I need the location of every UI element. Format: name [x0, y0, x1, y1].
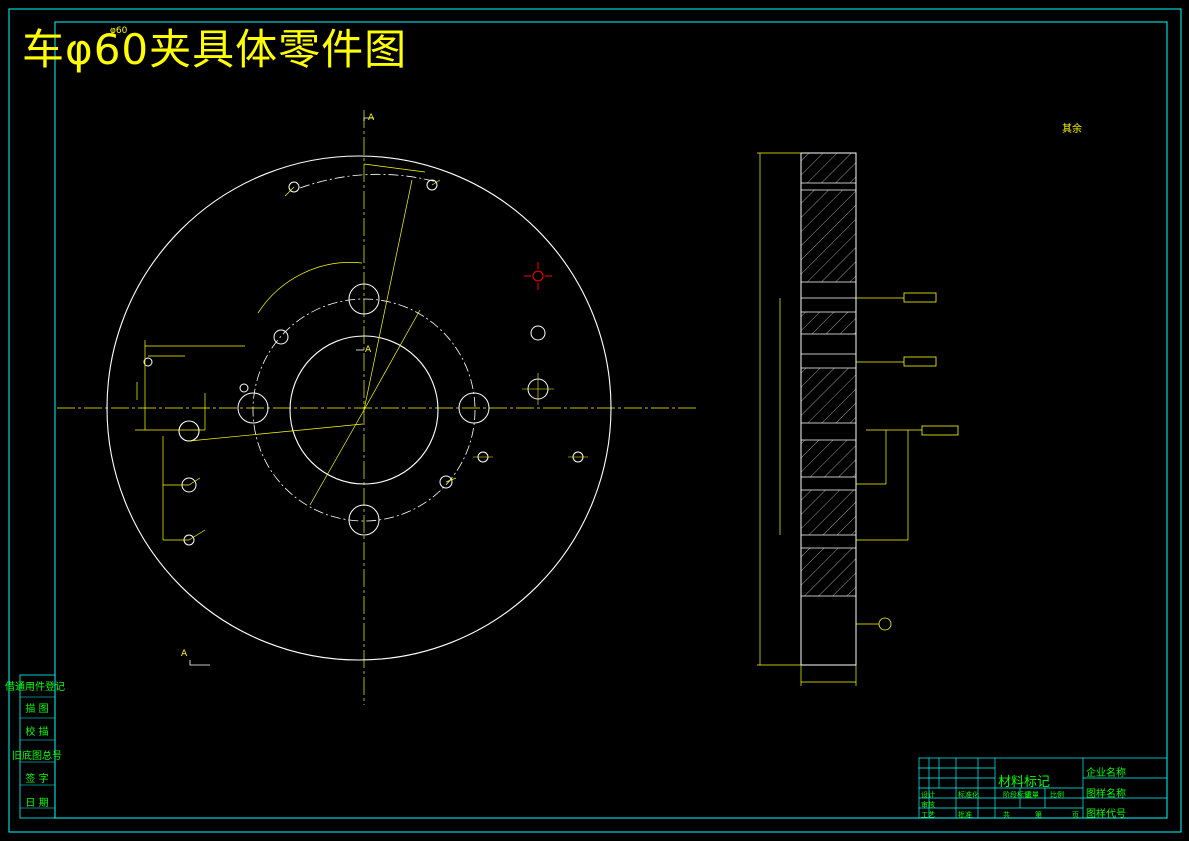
designer-label: 设计 [921, 791, 935, 799]
left-hole-6 [273, 329, 289, 345]
small-hole-top-left [288, 181, 300, 193]
outer-frame [8, 8, 1182, 833]
stage-mark: 阶段标记 [1003, 791, 1031, 799]
strip-label-4: 签 字 [25, 774, 49, 785]
title-block [918, 757, 1168, 819]
section-label-center: A [365, 345, 372, 355]
outer-hole-arc [299, 173, 438, 189]
left-hole-2 [239, 383, 249, 393]
strip-label-2: 校 描 [25, 727, 49, 738]
left-strip-rows [20, 696, 55, 809]
inner-frame [54, 21, 1168, 819]
section-label-top: A [368, 113, 375, 123]
bolt-hole-bottom [348, 504, 380, 536]
section-marks [189, 117, 374, 666]
total-label: 共 [1003, 811, 1010, 819]
pin-hole-1 [530, 325, 546, 341]
dimension-lines [135, 163, 457, 541]
section-label-bottom: A [181, 649, 188, 659]
red-crosshair-marker [524, 262, 552, 290]
top-left-tag: φ60 [110, 26, 128, 36]
weight-label: 重量 [1025, 791, 1039, 799]
front-view [57, 110, 697, 705]
bolt-hole-right [458, 392, 490, 424]
drawing-name: 图样名称 [1086, 789, 1126, 800]
strip-label-0: 借通用件登记 [5, 682, 65, 693]
checker-label: 审核 [921, 801, 935, 809]
strip-label-3: 旧底图总号 [12, 751, 62, 762]
scale-label: 比例 [1050, 791, 1064, 799]
drawing-code: 图样代号 [1086, 809, 1126, 820]
strip-label-5: 日 期 [25, 798, 49, 809]
standard-label: 标准化 [958, 791, 979, 799]
center-bore [289, 335, 439, 485]
left-hole-1 [143, 357, 153, 367]
outer-disc [106, 155, 612, 661]
left-hole-3 [178, 420, 200, 442]
small-hole-top-right [426, 179, 438, 191]
process-label: 工艺 [921, 811, 935, 819]
sheet-label: 第 [1035, 811, 1042, 819]
pin-hole-5 [439, 475, 453, 489]
drawing-title: 车φ60夹具体零件图 [22, 25, 408, 74]
approve-label: 批准 [958, 811, 972, 819]
bolt-hole-left [237, 392, 269, 424]
page-unit-label: 页 [1072, 811, 1079, 819]
company-name: 企业名称 [1086, 768, 1126, 779]
roughness-note: 其余 [1062, 124, 1082, 135]
strip-label-1: 描 图 [25, 704, 49, 715]
section-view [757, 152, 959, 686]
material-mark: 材料标记 [998, 775, 1051, 790]
bolt-circle [252, 298, 476, 522]
left-strip [19, 674, 56, 819]
bolt-hole-top [348, 283, 380, 315]
